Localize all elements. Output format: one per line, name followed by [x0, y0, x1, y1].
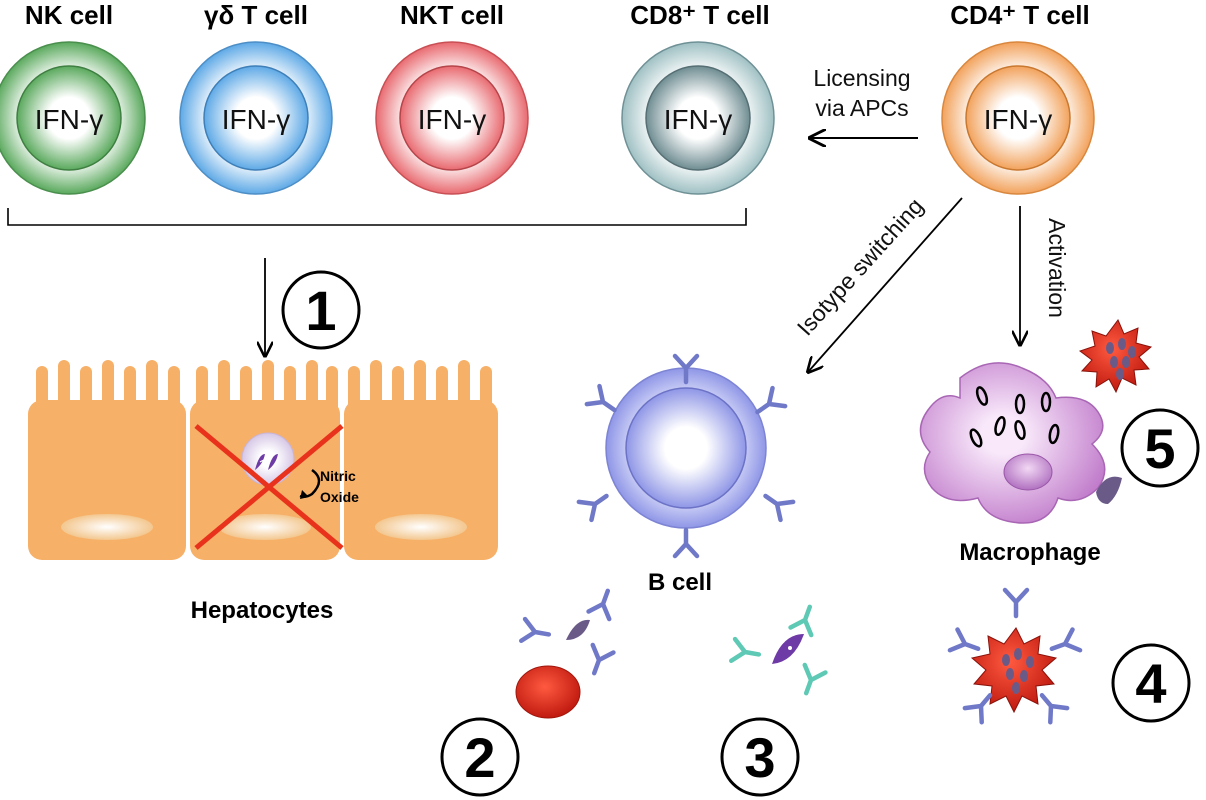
licensing-label-line2: via APCs [815, 95, 908, 121]
merozoite-5 [1096, 476, 1122, 504]
nkt-cell: NKT cell IFN-γ [375, 0, 529, 195]
step-3-badge: 3 [720, 717, 800, 797]
antibody-cluster-2 [521, 587, 618, 677]
gd-t-cell: γδ T cell IFN-γ [179, 0, 333, 195]
nk-cell-title: NK cell [25, 0, 113, 30]
gd-t-cell-title: γδ T cell [204, 0, 308, 30]
activation-arrow: Activation [1020, 206, 1070, 345]
isotype-arrow: Isotype switching [792, 193, 963, 372]
step-3-label: 3 [744, 726, 775, 789]
nkt-cell-title: NKT cell [400, 0, 504, 30]
nitric-label-line2: Oxide [320, 489, 359, 505]
nk-ifn-label: IFN-γ [35, 104, 103, 135]
activation-label: Activation [1044, 218, 1070, 318]
sporozoite-3 [772, 634, 804, 664]
nkt-ifn-label: IFN-γ [418, 104, 486, 135]
step-4-label: 4 [1135, 652, 1166, 715]
b-cell-label: B cell [648, 569, 712, 596]
hepatocytes-label: Hepatocytes [191, 597, 334, 624]
step-2-label: 2 [464, 726, 495, 789]
nk-cell: NK cell IFN-γ [0, 0, 146, 195]
step-5-badge: 5 [1120, 408, 1200, 488]
step-5-label: 5 [1144, 417, 1175, 480]
cd4-t-cell-title: CD4⁺ T cell [950, 0, 1089, 30]
step-4-badge: 4 [1111, 643, 1191, 723]
step-2-badge: 2 [440, 717, 520, 797]
red-blood-cell [515, 665, 581, 719]
step-1-label: 1 [305, 279, 336, 342]
isotype-label: Isotype switching [792, 193, 929, 341]
opsonized-rbc-4 [950, 590, 1080, 722]
nitric-label-line1: Nitric [320, 468, 356, 484]
cd8-t-cell: CD8⁺ T cell IFN-γ [621, 0, 775, 195]
hepatocytes: Nitric Oxide [28, 360, 498, 560]
sporozoite-2 [566, 619, 590, 640]
cd4-ifn-label: IFN-γ [984, 104, 1052, 135]
b-cell [579, 356, 793, 556]
licensing-arrow: Licensing via APCs [810, 65, 918, 138]
licensing-label-line1: Licensing [813, 65, 910, 91]
cd4-t-cell: CD4⁺ T cell IFN-γ [941, 0, 1095, 195]
macrophage [919, 362, 1106, 524]
macrophage-label: Macrophage [959, 539, 1100, 566]
gd-ifn-label: IFN-γ [222, 104, 290, 135]
step-1-badge: 1 [281, 270, 361, 350]
group-bracket [7, 208, 747, 226]
cd8-ifn-label: IFN-γ [664, 104, 732, 135]
infected-rbc-5 [1078, 319, 1153, 394]
cd8-t-cell-title: CD8⁺ T cell [630, 0, 769, 30]
